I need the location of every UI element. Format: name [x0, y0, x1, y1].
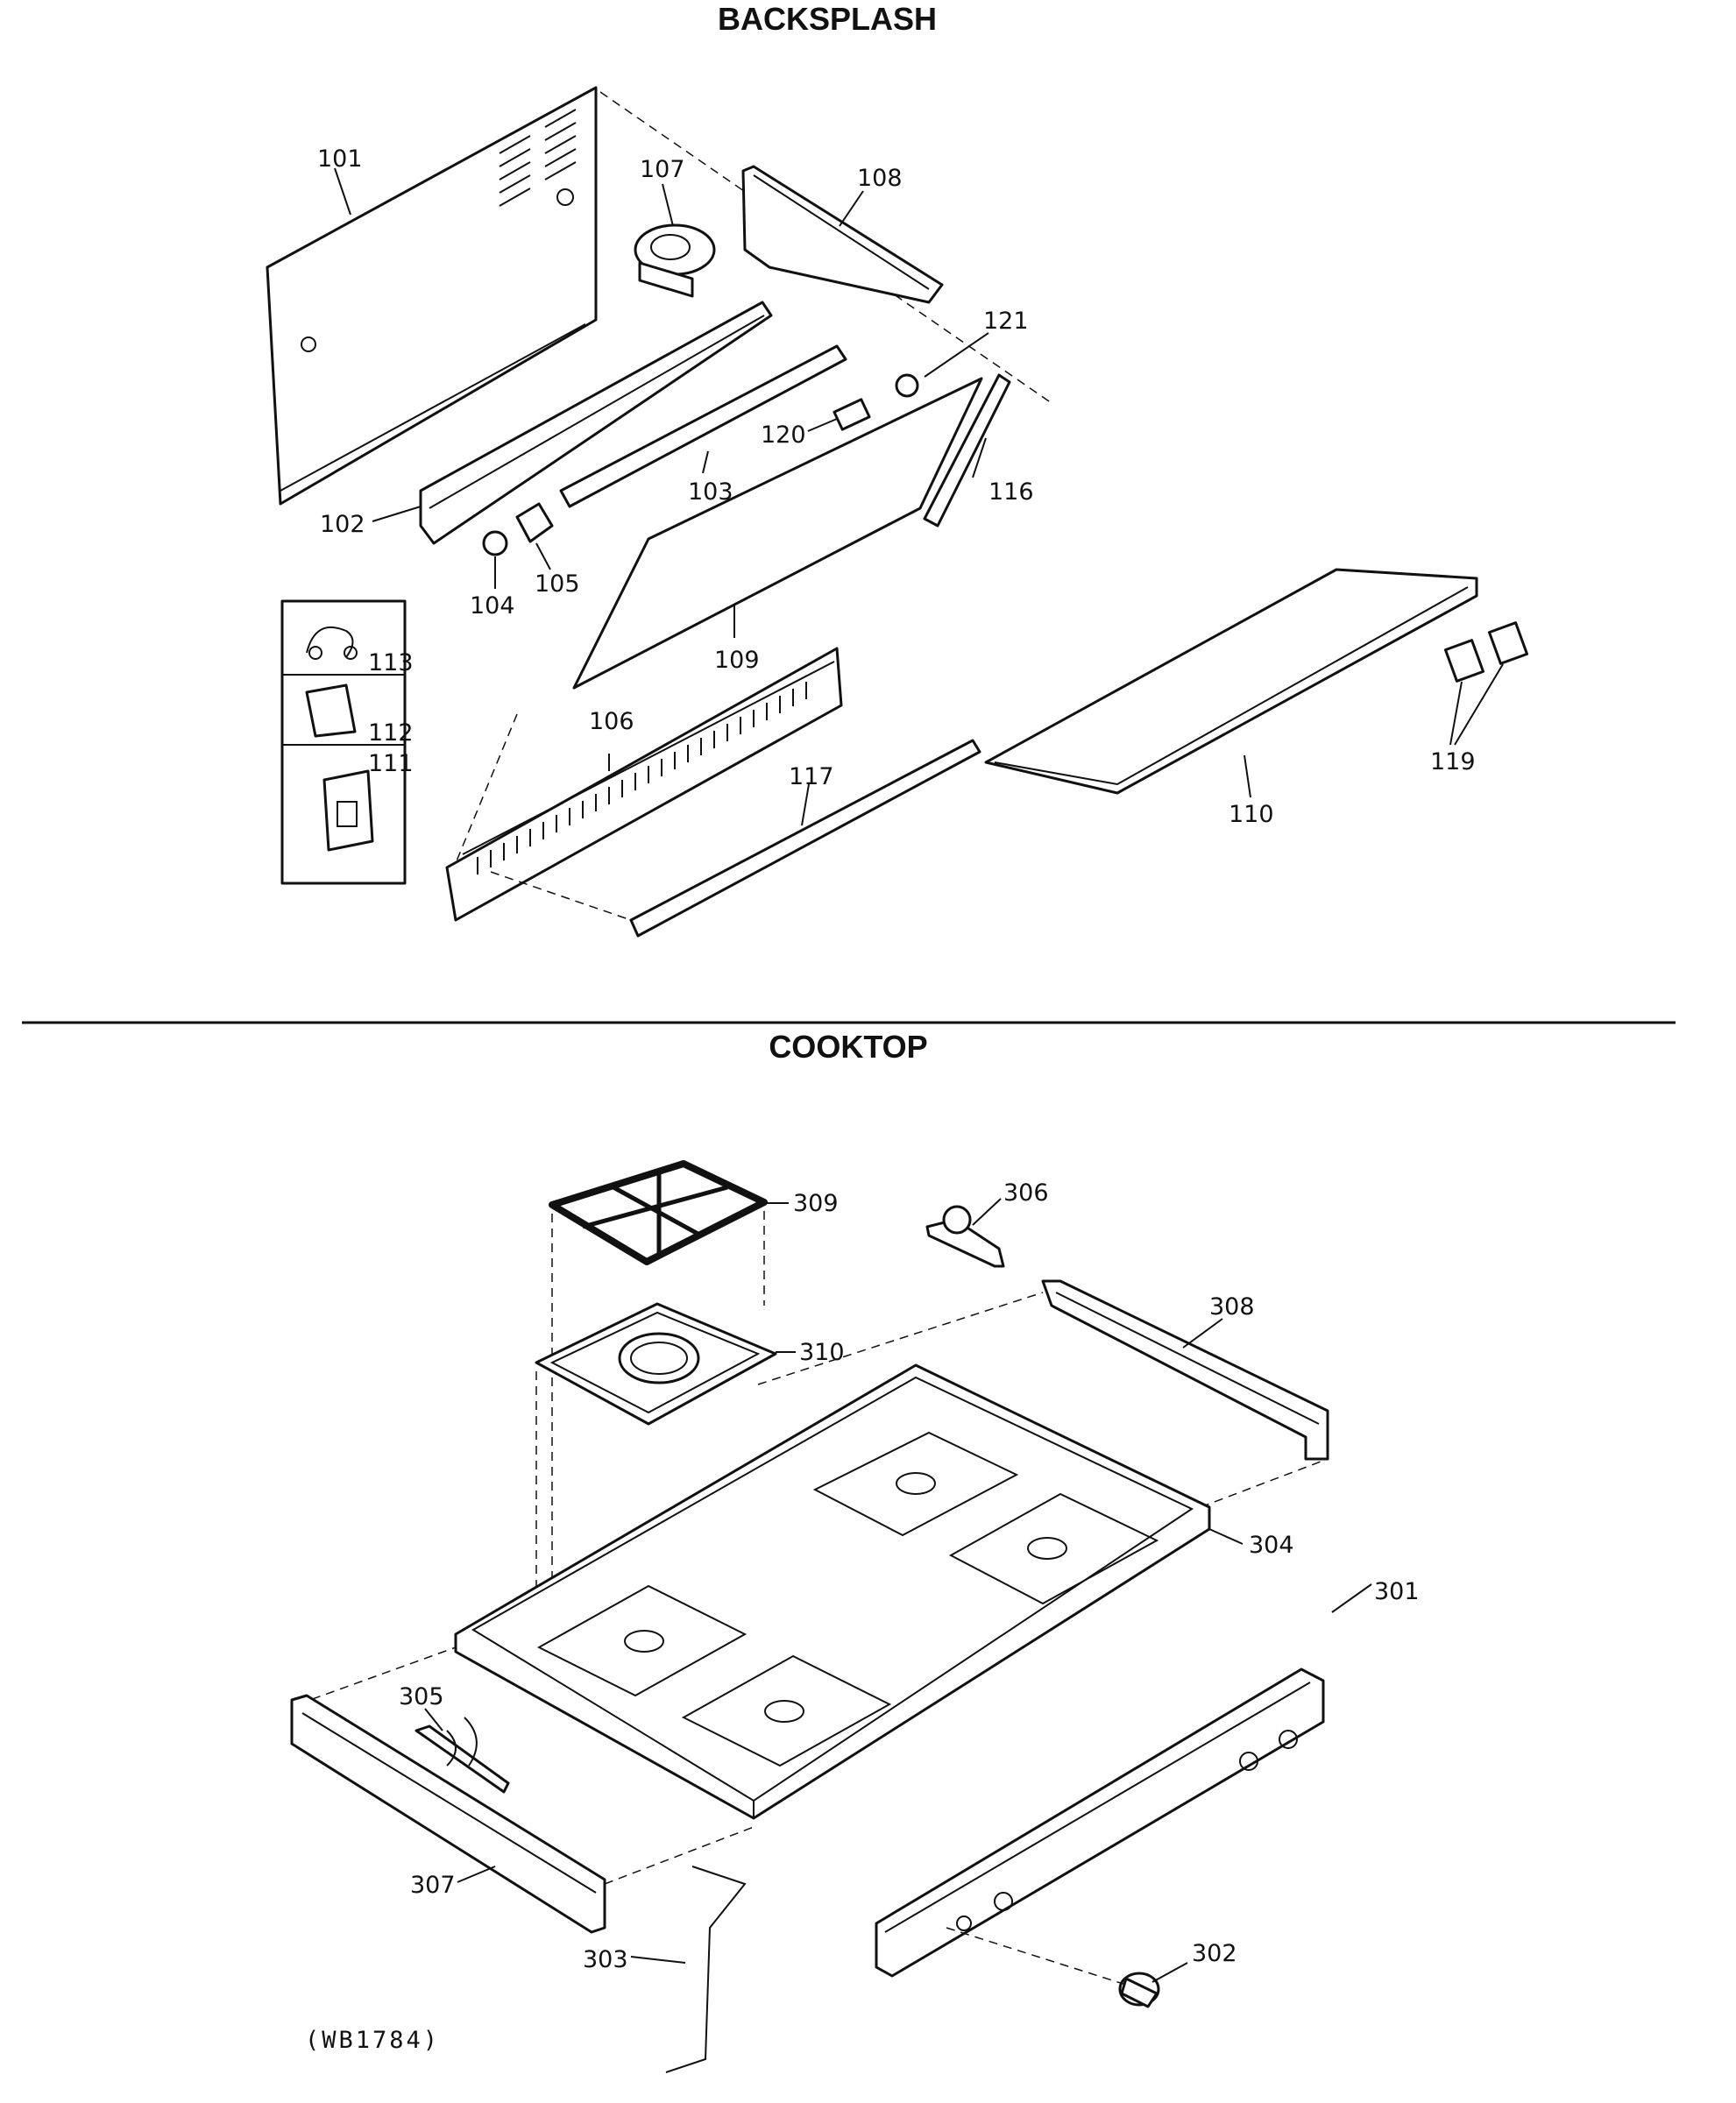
label-113: 113: [368, 649, 414, 676]
part-306-ignitor: [925, 1205, 1005, 1268]
part-301-front-panel: [875, 1668, 1325, 1978]
part-307-front-trim: [290, 1694, 606, 1934]
part-110-shelf: [984, 568, 1478, 795]
label-301: 301: [1374, 1578, 1420, 1605]
part-104-cap: [482, 530, 508, 556]
label-116: 116: [988, 478, 1034, 506]
label-108: 108: [857, 165, 903, 192]
part-108-bracket: [741, 165, 944, 304]
model-code: (WB1784): [305, 2027, 440, 2054]
part-113-clamp: [306, 627, 358, 660]
label-308: 308: [1209, 1293, 1255, 1321]
part-101-back-panel: [266, 86, 598, 506]
part-304-cooktop: [454, 1363, 1211, 1820]
part-121-clip: [895, 373, 919, 398]
parts-inset-box: [280, 599, 407, 885]
label-112: 112: [368, 719, 414, 747]
label-111: 111: [368, 750, 414, 777]
label-307: 307: [410, 1872, 456, 1899]
part-107-blower: [634, 223, 716, 298]
backsplash-title: BACKSPLASH: [718, 1, 937, 37]
label-121: 121: [983, 308, 1029, 335]
part-119-switches: [1443, 621, 1529, 683]
label-305: 305: [399, 1683, 444, 1710]
label-106: 106: [589, 708, 634, 735]
part-308-rear-trim: [1041, 1279, 1329, 1461]
part-303-clip: [665, 1866, 747, 2073]
part-302-knob: [1118, 1972, 1160, 2008]
part-305-bracket: [415, 1717, 510, 1794]
label-310: 310: [799, 1339, 845, 1366]
label-102: 102: [320, 511, 365, 538]
backsplash-leaders: [334, 167, 1504, 826]
cooktop-title: COOKTOP: [769, 1029, 927, 1065]
label-302: 302: [1192, 1940, 1237, 1967]
part-106-vent-panel: [445, 647, 843, 922]
label-117: 117: [789, 763, 834, 790]
label-109: 109: [714, 647, 760, 674]
part-112-bracket: [305, 683, 357, 738]
part-310-burner-bowl: [535, 1302, 777, 1426]
label-105: 105: [535, 570, 580, 598]
part-109-glass: [572, 377, 983, 690]
part-103-tube: [559, 344, 847, 508]
label-104: 104: [470, 592, 515, 620]
label-120: 120: [761, 421, 806, 449]
label-304: 304: [1249, 1532, 1294, 1559]
label-101: 101: [317, 145, 363, 173]
cooktop-leaders: [424, 1198, 1372, 1983]
part-111-relay: [322, 769, 374, 852]
part-120-switch: [833, 398, 871, 431]
part-105-socket: [515, 502, 554, 543]
part-117-bar: [629, 739, 981, 938]
label-309: 309: [793, 1190, 839, 1217]
label-303: 303: [583, 1946, 628, 1973]
label-107: 107: [640, 156, 685, 183]
part-309-grate: [549, 1160, 768, 1265]
label-119: 119: [1430, 748, 1476, 775]
label-306: 306: [1003, 1179, 1049, 1207]
part-102-channel: [419, 301, 773, 545]
part-116-trim: [923, 373, 1011, 528]
label-110: 110: [1229, 801, 1274, 828]
label-103: 103: [688, 478, 733, 506]
